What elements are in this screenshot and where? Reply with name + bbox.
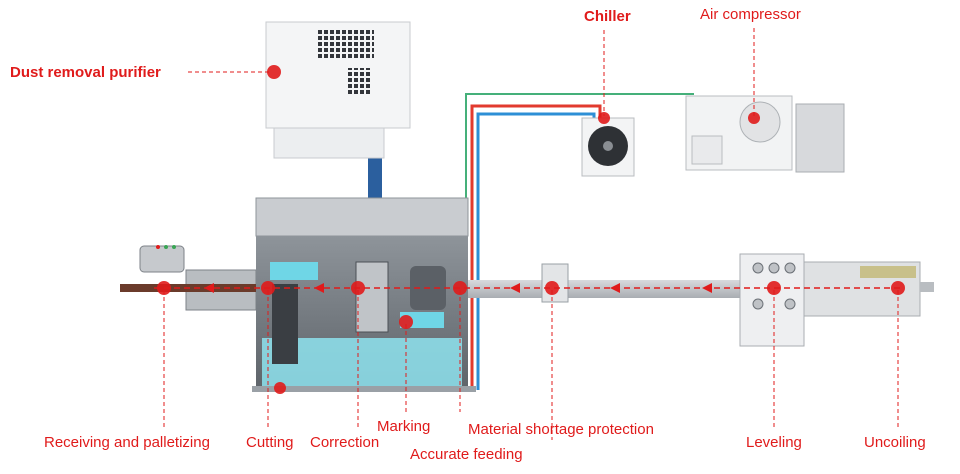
label-air-compressor: Air compressor [700, 6, 801, 23]
marker-uncoiling [891, 281, 905, 295]
label-chiller: Chiller [584, 8, 631, 25]
leveling-uncoiling-section [739, 253, 934, 347]
conveyor-belt [468, 263, 744, 303]
receiving-station [120, 245, 260, 311]
air-compressor-unit [685, 95, 845, 173]
label-receiving-and-palletizing: Receiving and palletizing [44, 434, 210, 451]
label-uncoiling: Uncoiling [864, 434, 926, 451]
marker-marking [399, 315, 413, 329]
label-correction: Correction [310, 434, 380, 451]
callout-leader-lines [163, 28, 899, 440]
main-machine [252, 197, 476, 392]
marker-dust-removal [267, 65, 281, 79]
marker-cutting-bottom [274, 382, 286, 394]
label-leveling: Leveling [746, 434, 802, 451]
dust-removal-purifier-unit [265, 21, 411, 200]
marker-correction [351, 281, 365, 295]
label-cutting: Cutting [246, 434, 294, 451]
label-dust-removal-purifier: Dust removal purifier [10, 64, 161, 81]
marker-shortage [545, 281, 559, 295]
marker-cutting-top [261, 281, 275, 295]
label-marking: Marking [377, 418, 431, 435]
marker-receiving [157, 281, 171, 295]
chiller-unit [581, 117, 635, 177]
marker-chiller [598, 112, 610, 124]
marker-air-compressor [748, 112, 760, 124]
label-accurate-feeding: Accurate feeding [410, 446, 523, 463]
label-material-shortage-protection: Material shortage protection [468, 421, 654, 438]
marker-feeding [453, 281, 467, 295]
callout-markers [157, 65, 905, 394]
marker-leveling [767, 281, 781, 295]
coolant-pipes [465, 93, 694, 390]
